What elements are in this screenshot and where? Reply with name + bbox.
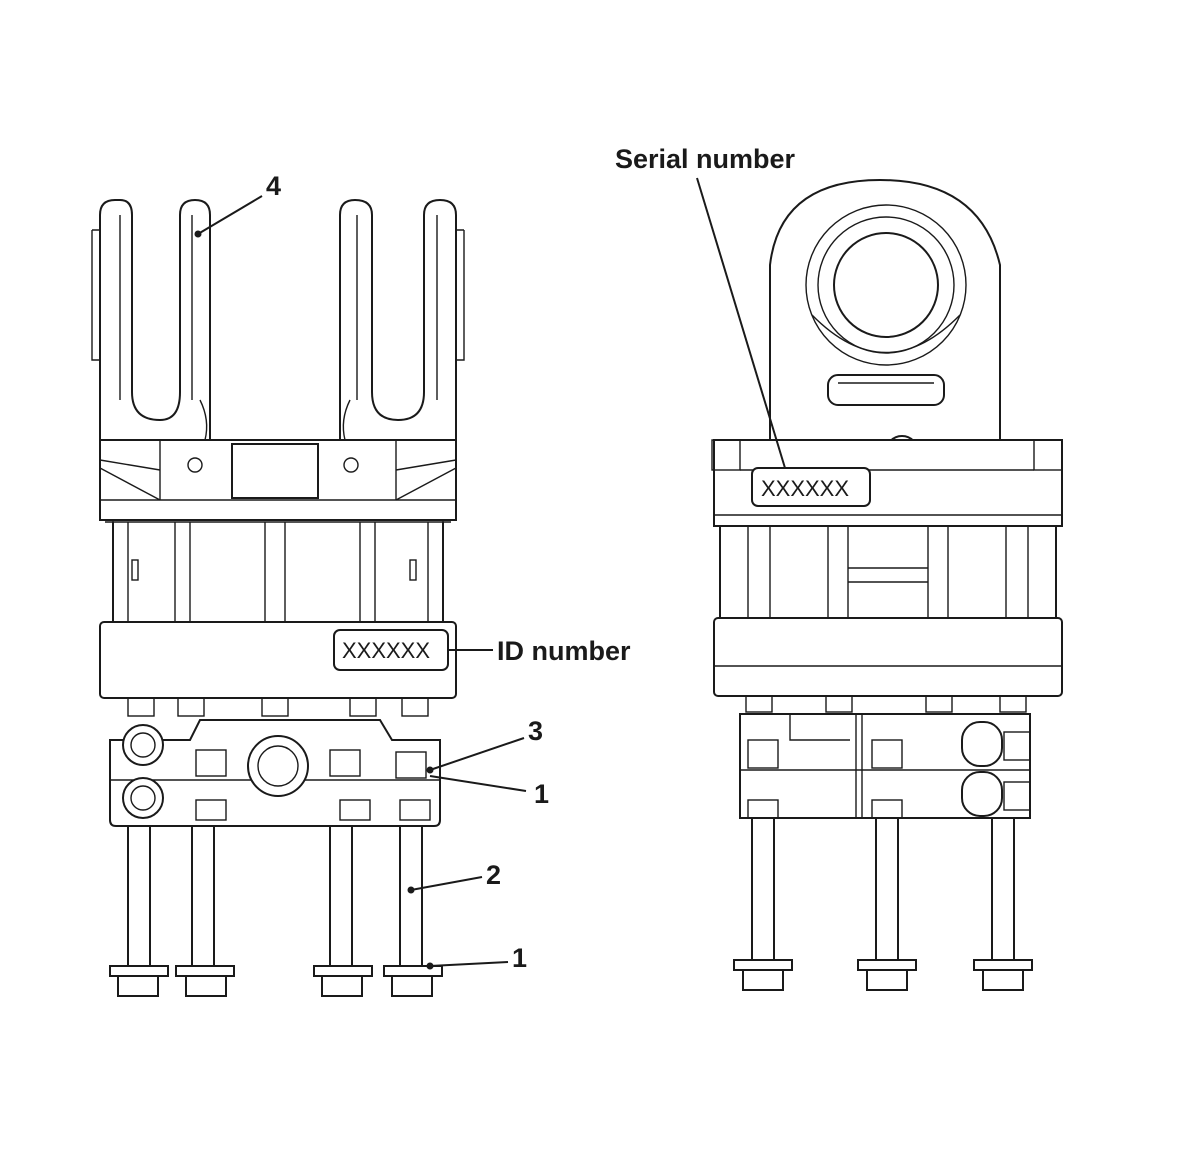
serial-number-label: Serial number [615,144,796,174]
callout-1-upper: 1 [534,779,549,809]
callouts: 4 3 1 2 1 ID number Serial number [194,144,796,973]
callout-4: 4 [266,171,281,201]
rotator-housing-side [713,525,1063,713]
fork-base [99,439,457,523]
mounting-bolts [109,825,443,997]
callout-3: 3 [528,716,543,746]
id-plate-text: XXXXXX [342,638,430,663]
swivel-block [109,719,441,827]
callout-1-lower: 1 [512,943,527,973]
callout-2: 2 [486,860,501,890]
serial-number-plate: XXXXXX [751,467,871,507]
rotator-housing [99,521,457,717]
id-number-plate: XXXXXX [333,629,449,671]
swivel-block-side [739,713,1031,819]
id-number-label: ID number [497,636,631,666]
fork-link [91,199,465,441]
mounting-bolts-side [733,817,1033,991]
right-view-rotator: XXXXXX [711,178,1063,991]
left-view-rotator: XXXXXX [91,199,465,997]
serial-plate-text: XXXXXX [761,476,849,501]
eye-link [769,178,1001,469]
